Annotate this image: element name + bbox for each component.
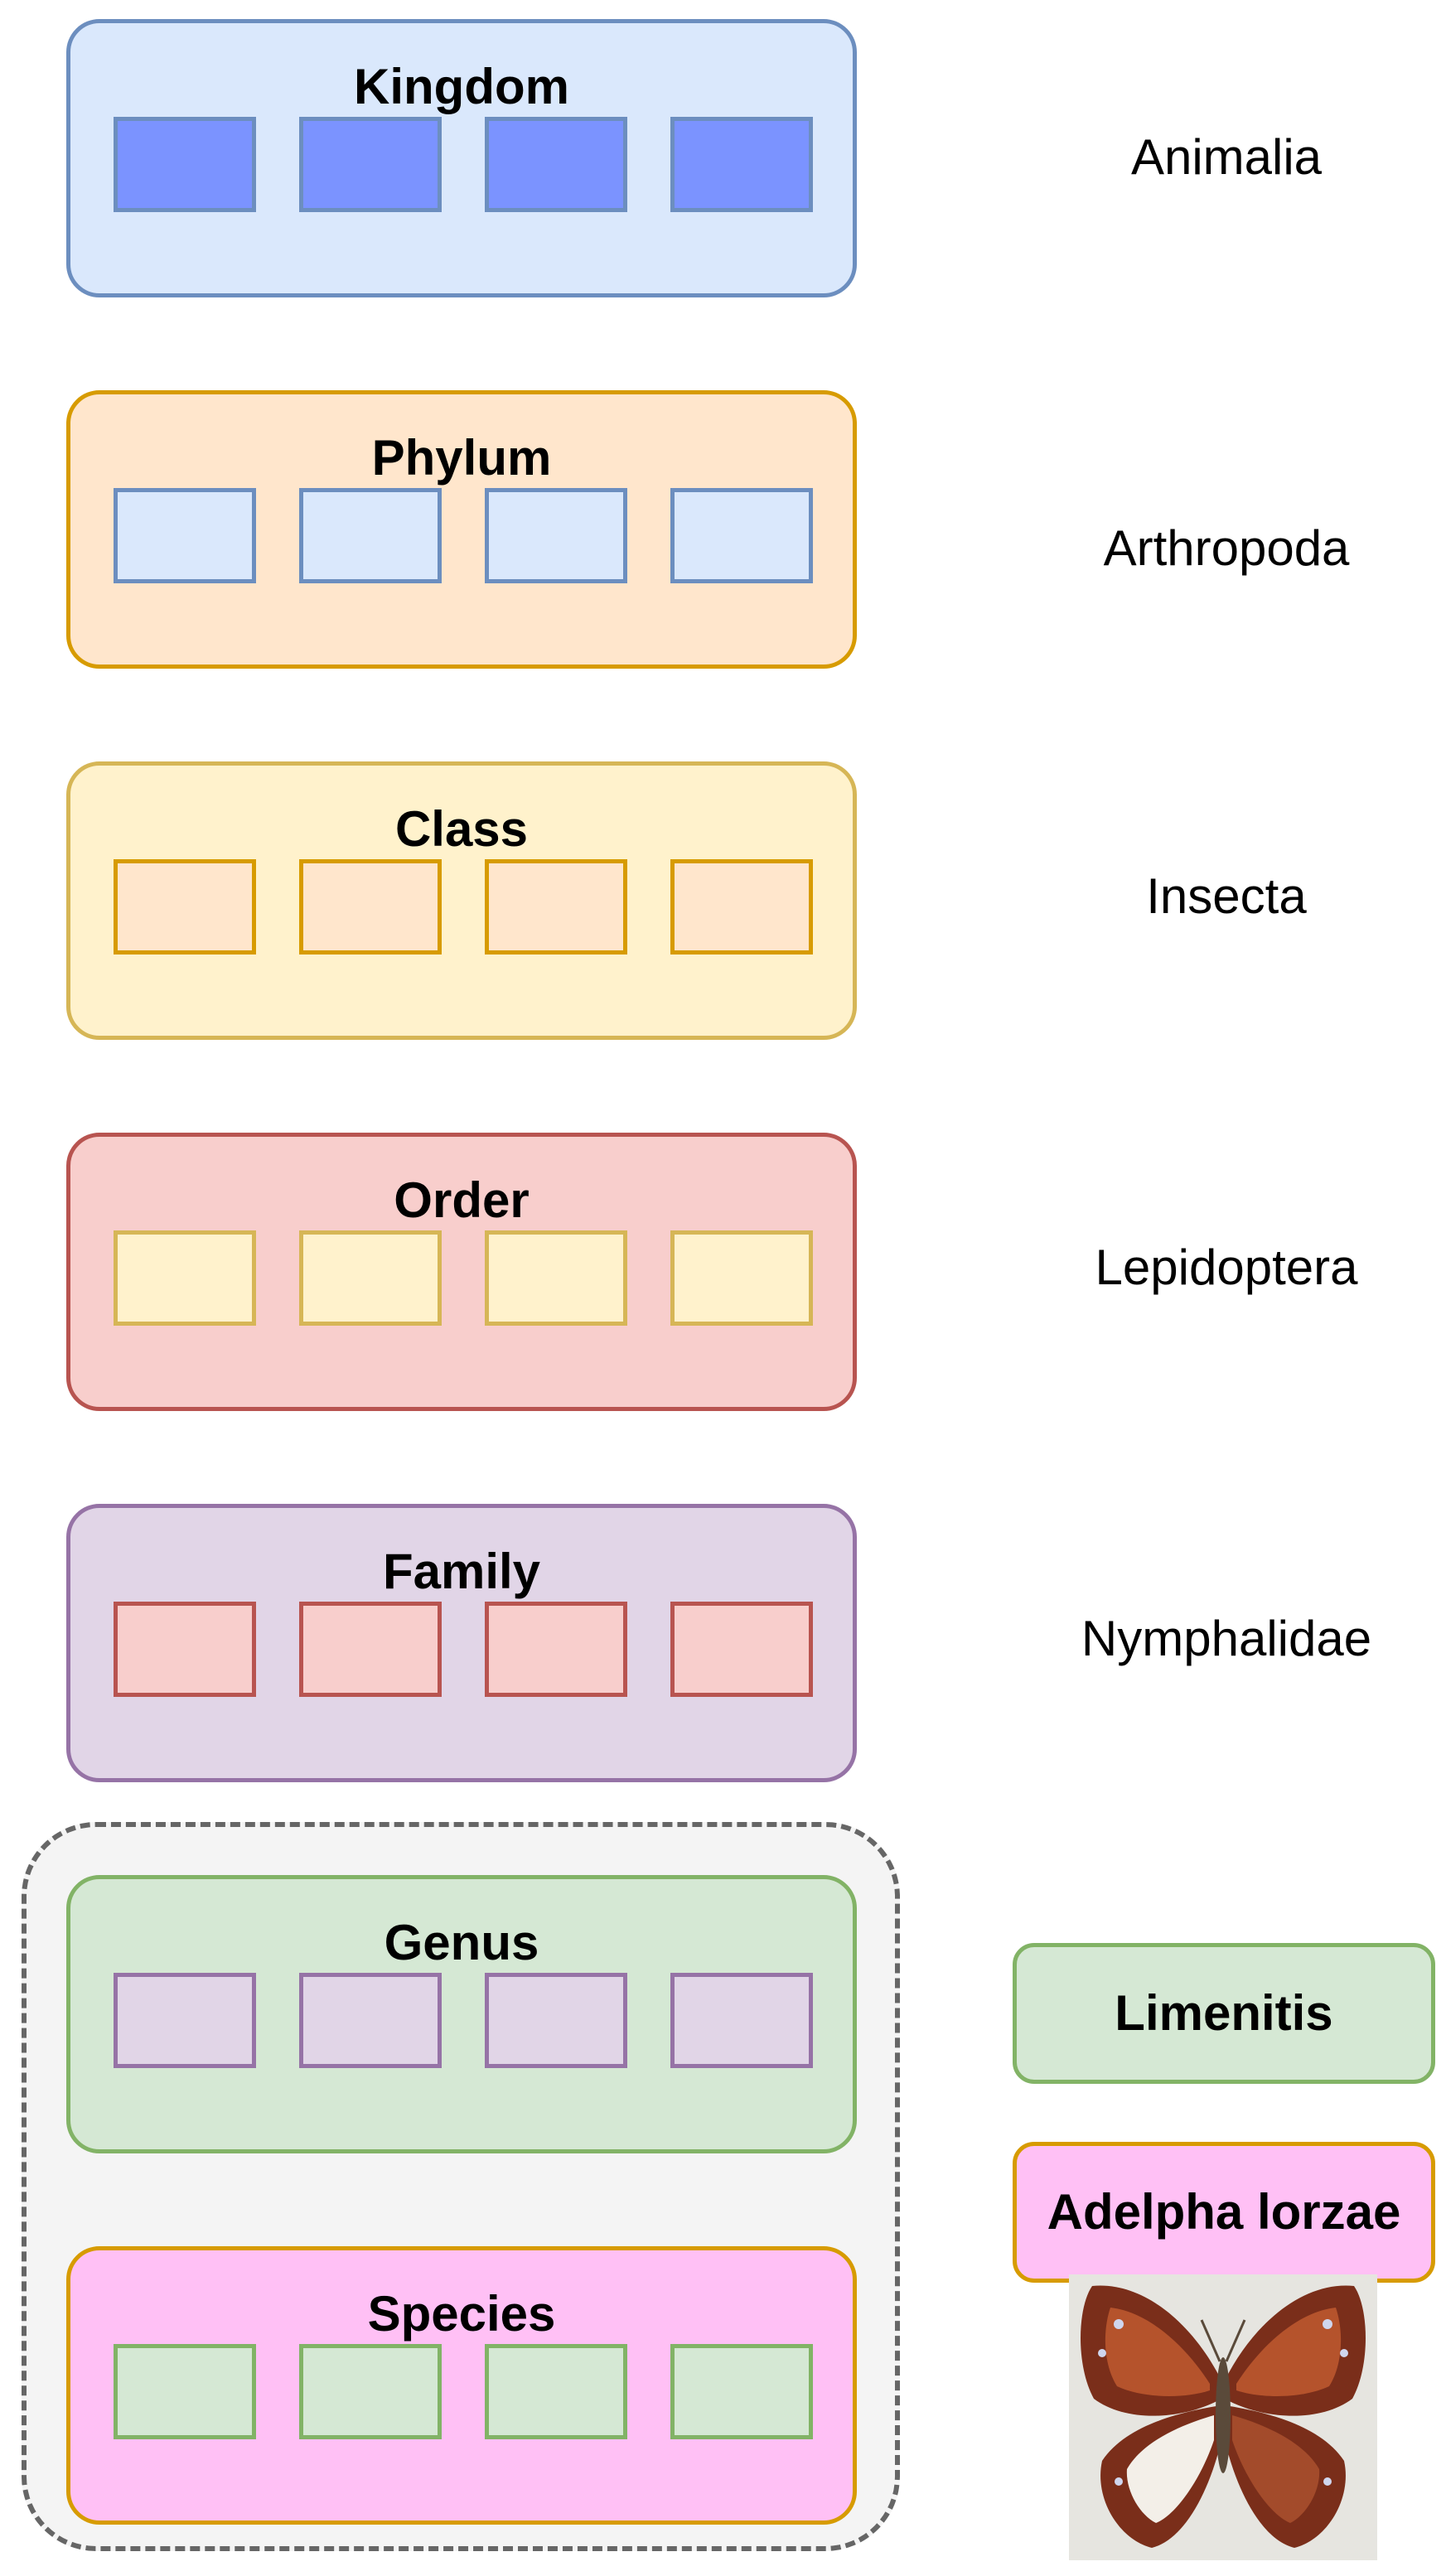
sub-box: [485, 1973, 627, 2068]
sub-box: [670, 117, 813, 212]
taxon-label-class: Insecta: [1146, 868, 1307, 924]
sub-box: [114, 117, 256, 212]
taxon-label-order: Lepidoptera: [1095, 1240, 1358, 1295]
level-title-species: Species: [367, 2286, 556, 2342]
sub-box: [485, 859, 627, 955]
butterfly-icon: [1081, 2285, 1366, 2548]
level-box-family: Family: [66, 1504, 857, 1782]
level-box-kingdom: Kingdom: [66, 19, 857, 297]
sub-box: [670, 1602, 813, 1697]
sub-box: [485, 117, 627, 212]
specimen-photo: [1069, 2274, 1377, 2560]
level-box-species: Species: [66, 2246, 857, 2525]
sub-box: [485, 1230, 627, 1326]
sub-box: [670, 1230, 813, 1326]
level-box-genus: Genus: [66, 1875, 857, 2153]
sub-box: [114, 2344, 256, 2439]
taxon-box-species: Adelpha lorzae: [1013, 2142, 1435, 2283]
sub-box: [670, 2344, 813, 2439]
level-title-order: Order: [394, 1172, 530, 1228]
sub-box: [670, 1973, 813, 2068]
sub-box: [670, 859, 813, 955]
sub-box: [299, 1602, 442, 1697]
sub-box: [299, 2344, 442, 2439]
level-title-kingdom: Kingdom: [354, 59, 569, 114]
taxon-label-family: Nymphalidae: [1081, 1611, 1372, 1666]
taxon-box-genus: Limenitis: [1013, 1943, 1435, 2084]
level-box-class: Class: [66, 761, 857, 1040]
sub-box: [299, 859, 442, 955]
sub-box: [485, 488, 627, 583]
level-title-family: Family: [382, 1544, 541, 1599]
sub-box: [114, 859, 256, 955]
sub-box: [114, 1230, 256, 1326]
level-box-order: Order: [66, 1133, 857, 1411]
level-box-phylum: Phylum: [66, 390, 857, 669]
level-title-genus: Genus: [384, 1915, 539, 1970]
level-title-class: Class: [394, 801, 529, 857]
sub-box: [299, 117, 442, 212]
sub-box: [299, 1230, 442, 1326]
sub-box: [485, 1602, 627, 1697]
sub-box: [114, 1973, 256, 2068]
sub-box: [114, 1602, 256, 1697]
sub-box: [299, 1973, 442, 2068]
taxon-label-phylum: Arthropoda: [1103, 520, 1350, 576]
sub-box: [670, 488, 813, 583]
sub-box: [485, 2344, 627, 2439]
sub-box: [299, 488, 442, 583]
level-title-phylum: Phylum: [371, 430, 552, 486]
sub-box: [114, 488, 256, 583]
taxon-label-kingdom: Animalia: [1130, 129, 1323, 185]
